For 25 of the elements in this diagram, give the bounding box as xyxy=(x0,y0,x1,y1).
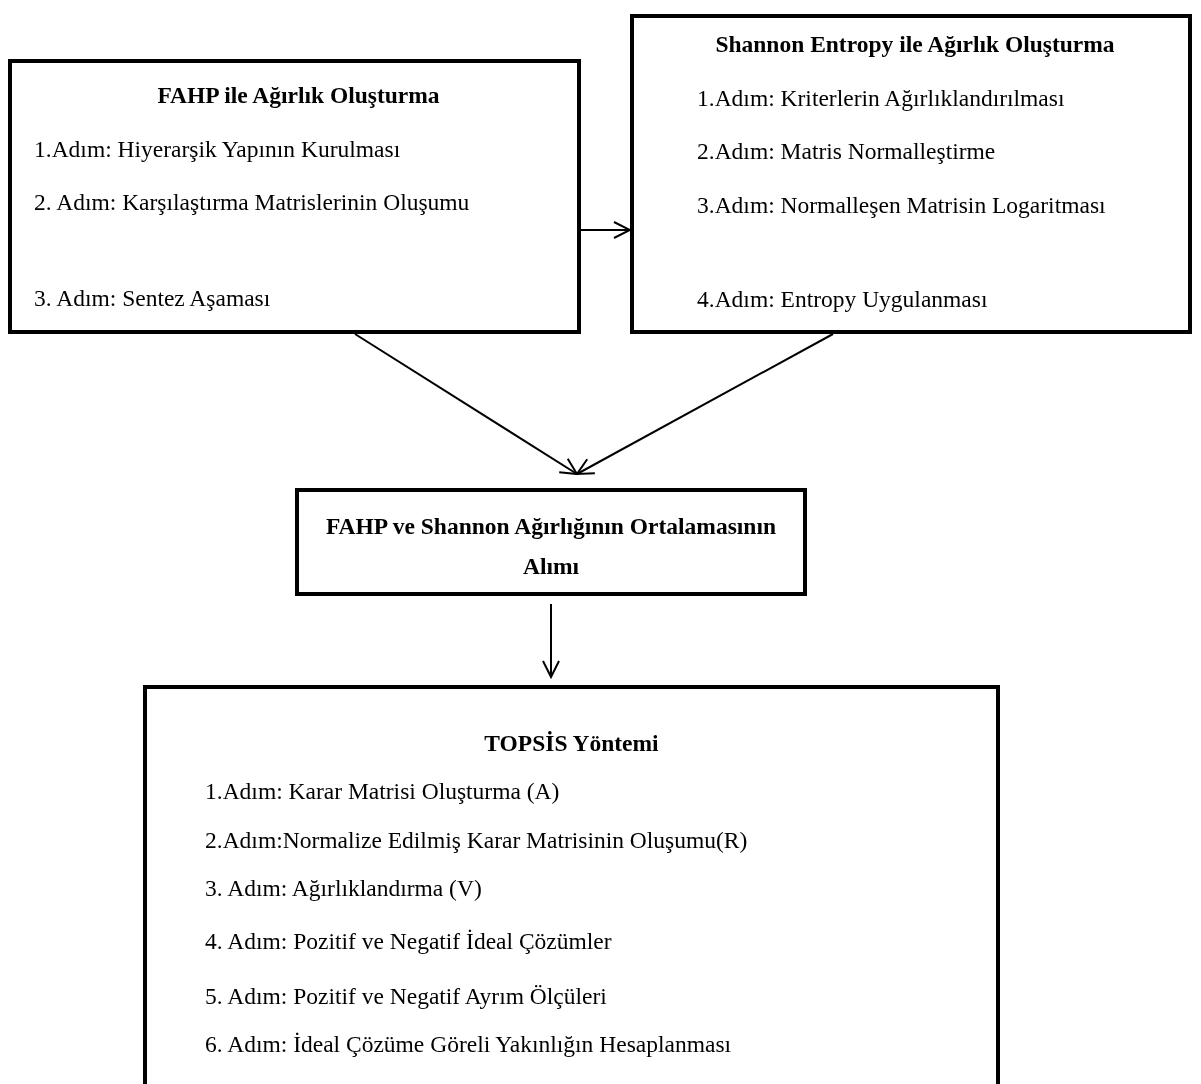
process-box xyxy=(630,14,1192,334)
box-heading: TOPSİS Yöntemi xyxy=(483,729,660,758)
step-text: 1.Adım: Kriterlerin Ağırlıklandırılması xyxy=(697,84,1066,113)
box-heading: Shannon Entropy ile Ağırlık Oluşturma xyxy=(714,30,1116,59)
step-text: 1.Adım: Hiyerarşik Yapının Kurulması xyxy=(34,135,402,164)
arrow xyxy=(542,603,560,678)
step-text: 3. Adım: Sentez Aşaması xyxy=(34,284,272,313)
step-text: 2.Adım: Matris Normalleştirme xyxy=(697,137,997,166)
step-text: 5. Adım: Pozitif ve Negatif Ayrım Ölçüleri xyxy=(205,982,608,1011)
step-text: 3. Adım: Ağırlıklandırma (V) xyxy=(205,874,483,903)
step-text: 2.Adım:Normalize Edilmiş Karar Matrisinin Oluşumu(R) xyxy=(205,826,749,855)
step-text: 1.Adım: Karar Matrisi Oluşturma (A) xyxy=(205,777,561,806)
arrow xyxy=(354,333,578,475)
step-text: 2. Adım: Karşılaştırma Matrislerinin Oluşumu xyxy=(34,188,471,217)
step-text: 6. Adım: İdeal Çözüme Göreli Yakınlığın Hesaplanması xyxy=(205,1030,733,1059)
arrow xyxy=(580,221,631,239)
box-heading: FAHP ve Shannon Ağırlığının Ortalamasının Alımı xyxy=(324,512,778,581)
arrow xyxy=(576,333,834,475)
process-box xyxy=(8,59,581,334)
process-box xyxy=(295,488,807,596)
step-text: 4.Adım: Entropy Uygulanması xyxy=(697,285,989,314)
process-box xyxy=(143,685,1000,1084)
step-text: 3.Adım: Normalleşen Matrisin Logaritması xyxy=(697,191,1107,220)
box-heading: FAHP ile Ağırlık Oluşturma xyxy=(156,81,441,110)
step-text: 4. Adım: Pozitif ve Negatif İdeal Çözümler xyxy=(205,927,613,956)
